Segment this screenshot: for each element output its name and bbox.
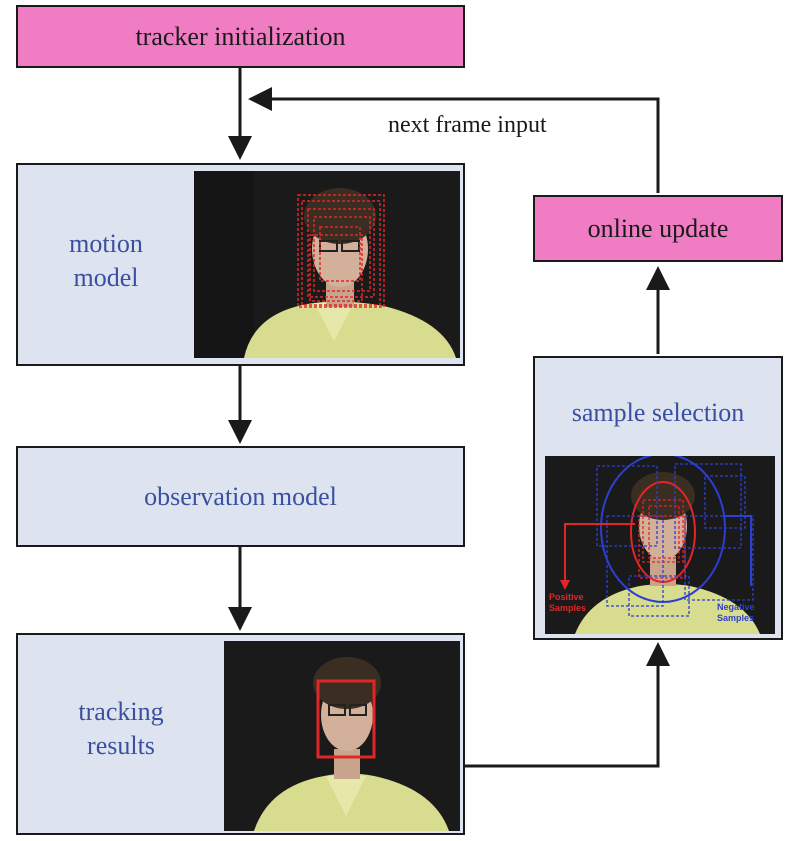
negative-samples-label: Negative	[717, 602, 755, 612]
arrow-update-to-next-frame	[262, 97, 660, 193]
motion-model-image	[194, 171, 460, 358]
tracker-initialization-box: tracker initialization	[16, 5, 465, 68]
next-frame-input-label: next frame input	[388, 112, 547, 138]
tracking-results-box: tracking results	[16, 633, 465, 835]
observation-model-label: observation model	[144, 481, 337, 511]
online-update-label: online update	[587, 213, 729, 243]
svg-text:Samples: Samples	[717, 613, 754, 623]
online-update-box: online update	[533, 195, 783, 262]
arrow-tracking-to-selection	[463, 655, 660, 768]
sample-selection-image: Positive Samples Negative Samples	[545, 456, 775, 634]
tracker-initialization-label: tracker initialization	[135, 21, 346, 51]
sample-selection-label: sample selection	[571, 398, 745, 427]
observation-model-box: observation model	[16, 446, 465, 547]
positive-samples-label: Positive	[549, 592, 584, 602]
motion-model-label: motion model	[69, 229, 143, 292]
tracking-box-overlay	[316, 679, 376, 759]
svg-text:Samples: Samples	[549, 603, 586, 613]
tracking-results-image	[224, 641, 460, 831]
sample-selection-box: sample selection	[533, 356, 783, 640]
tracking-results-label: tracking results	[78, 697, 164, 760]
motion-model-box: motion model	[16, 163, 465, 366]
